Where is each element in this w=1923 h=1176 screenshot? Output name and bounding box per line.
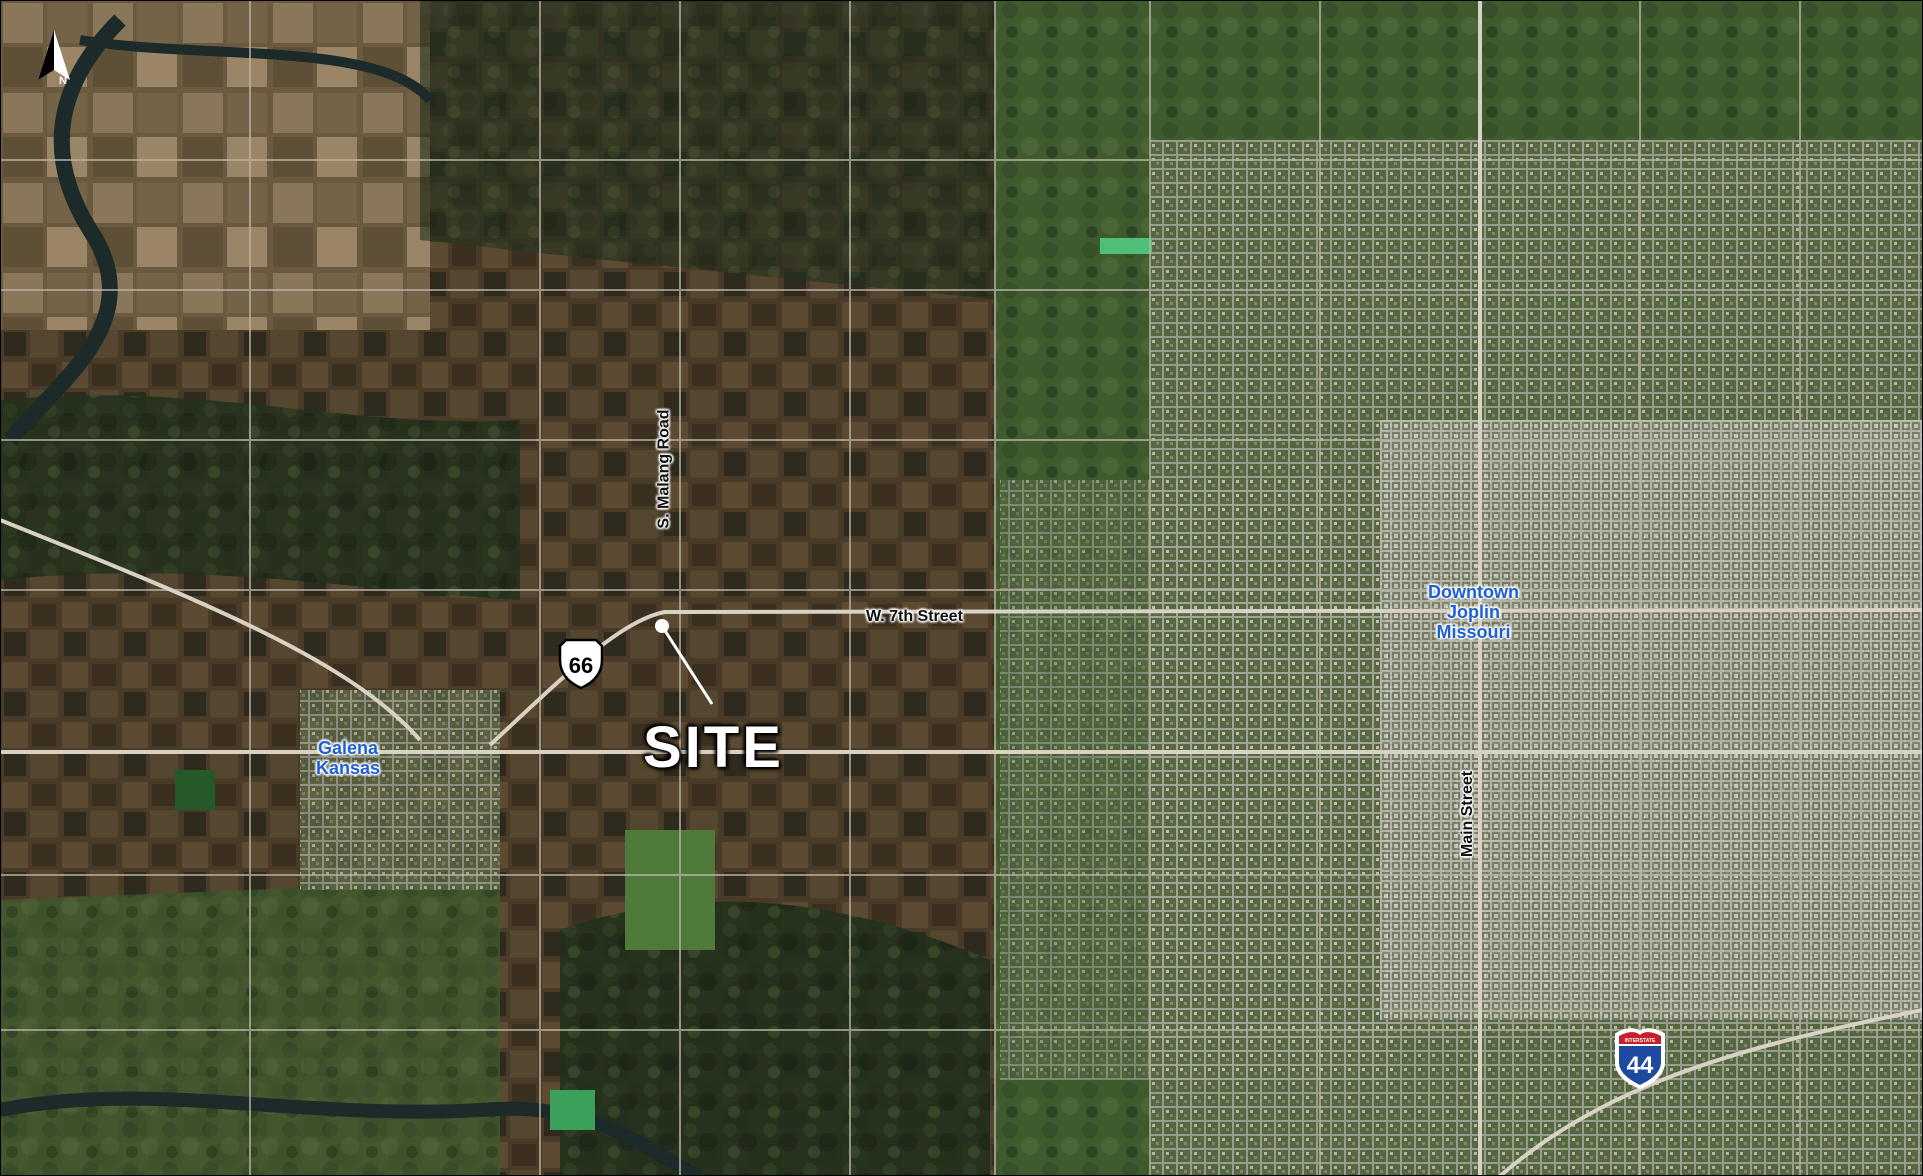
joplin-line1: Downtown [1428,582,1519,602]
place-label-joplin: Downtown Joplin Missouri [1428,582,1519,642]
us-route-shield-icon: 66 [558,638,604,690]
us66-number: 66 [569,653,593,678]
place-label-galena: Galena Kansas [316,738,380,778]
interstate-shield-icon: INTERSTATE 44 [1615,1028,1665,1090]
i44-number: 44 [1627,1052,1654,1079]
road-label-main: Main Street [1459,770,1477,858]
joplin-line2: Joplin [1446,602,1500,622]
galena-line1: Galena [318,738,379,758]
galena-line2: Kansas [316,758,381,778]
joplin-line3: Missouri [1436,622,1511,642]
i44-banner: INTERSTATE [1625,1038,1656,1044]
site-marker [655,619,669,633]
site-label: SITE [643,715,784,780]
road-label-malang: S. Malang Road [655,409,673,529]
site-leader-line [660,625,714,705]
north-label: N [59,75,67,87]
north-arrow-icon: N [38,30,70,87]
road-label-7th: W. 7th Street [866,608,963,625]
